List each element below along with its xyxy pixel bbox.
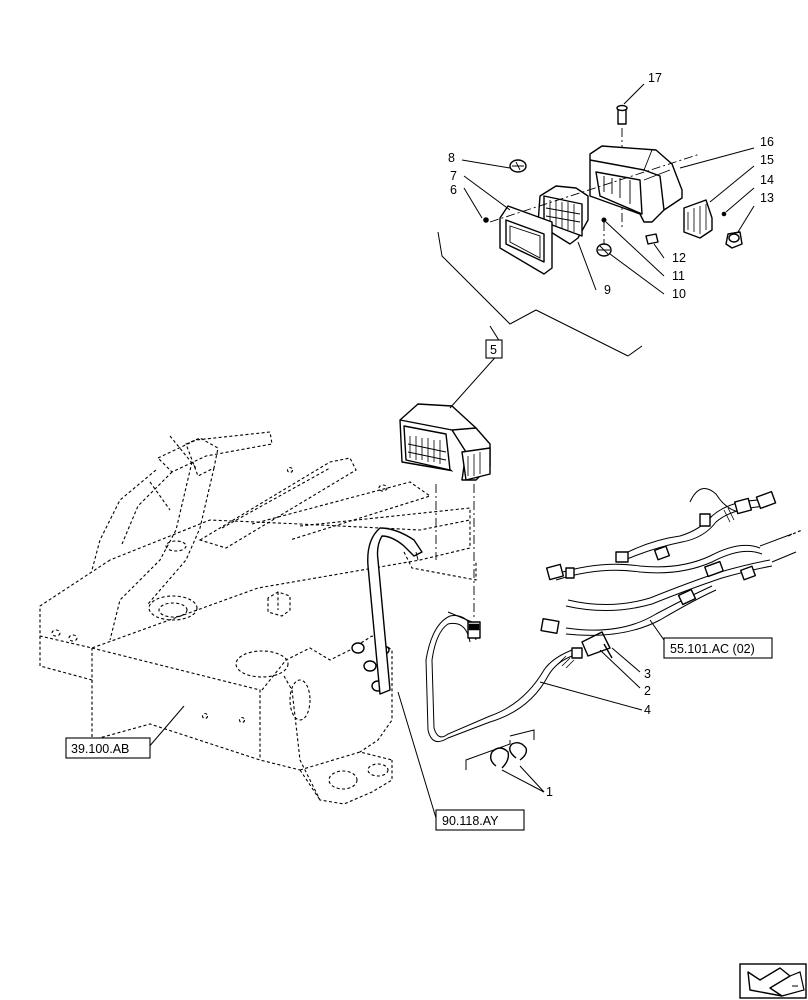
lamp-bracket-pipe	[367, 527, 423, 695]
callout-5-box: 5	[485, 339, 503, 359]
callout-8: 8	[448, 151, 455, 165]
callout-labels: 1 2 3 4 6 7 8 9 10 11 12 13 14 15 16 17	[448, 71, 774, 799]
callout-6: 6	[450, 183, 457, 197]
callout-9: 9	[604, 283, 611, 297]
reference-electrical-label: 55.101.AC (02)	[670, 642, 755, 656]
reference-box-electrical[interactable]: 55.101.AC (02)	[663, 637, 773, 659]
assembly-lines	[435, 231, 643, 620]
callout-7: 7	[450, 169, 457, 183]
wire-harness	[425, 611, 613, 770]
next-page-arrow-icon[interactable]	[739, 963, 807, 999]
callout-5: 5	[490, 343, 497, 357]
callout-3: 3	[644, 667, 651, 681]
callout-1: 1	[546, 785, 553, 799]
callout-17: 17	[648, 71, 662, 85]
leader-lines	[147, 83, 755, 819]
lamp-assembly	[399, 403, 491, 481]
cable-clips	[489, 741, 528, 769]
callout-4: 4	[644, 703, 651, 717]
callout-14: 14	[760, 173, 774, 187]
chassis-frame	[39, 431, 477, 805]
callout-11: 11	[672, 269, 685, 283]
reference-harness-frame-label: 90.118.AY	[442, 814, 499, 828]
reference-box-chassis[interactable]: 39.100.AB	[65, 737, 151, 759]
callout-10: 10	[672, 287, 686, 301]
callout-2: 2	[644, 684, 651, 698]
reference-box-harness-frame[interactable]: 90.118.AY	[435, 809, 525, 831]
reference-chassis-label: 39.100.AB	[71, 742, 129, 756]
callout-15: 15	[760, 153, 774, 167]
callout-16: 16	[760, 135, 774, 149]
callout-13: 13	[760, 191, 774, 205]
electrical-harness-upper	[540, 488, 803, 636]
exploded-lamp	[483, 104, 743, 275]
callout-12: 12	[672, 251, 686, 265]
